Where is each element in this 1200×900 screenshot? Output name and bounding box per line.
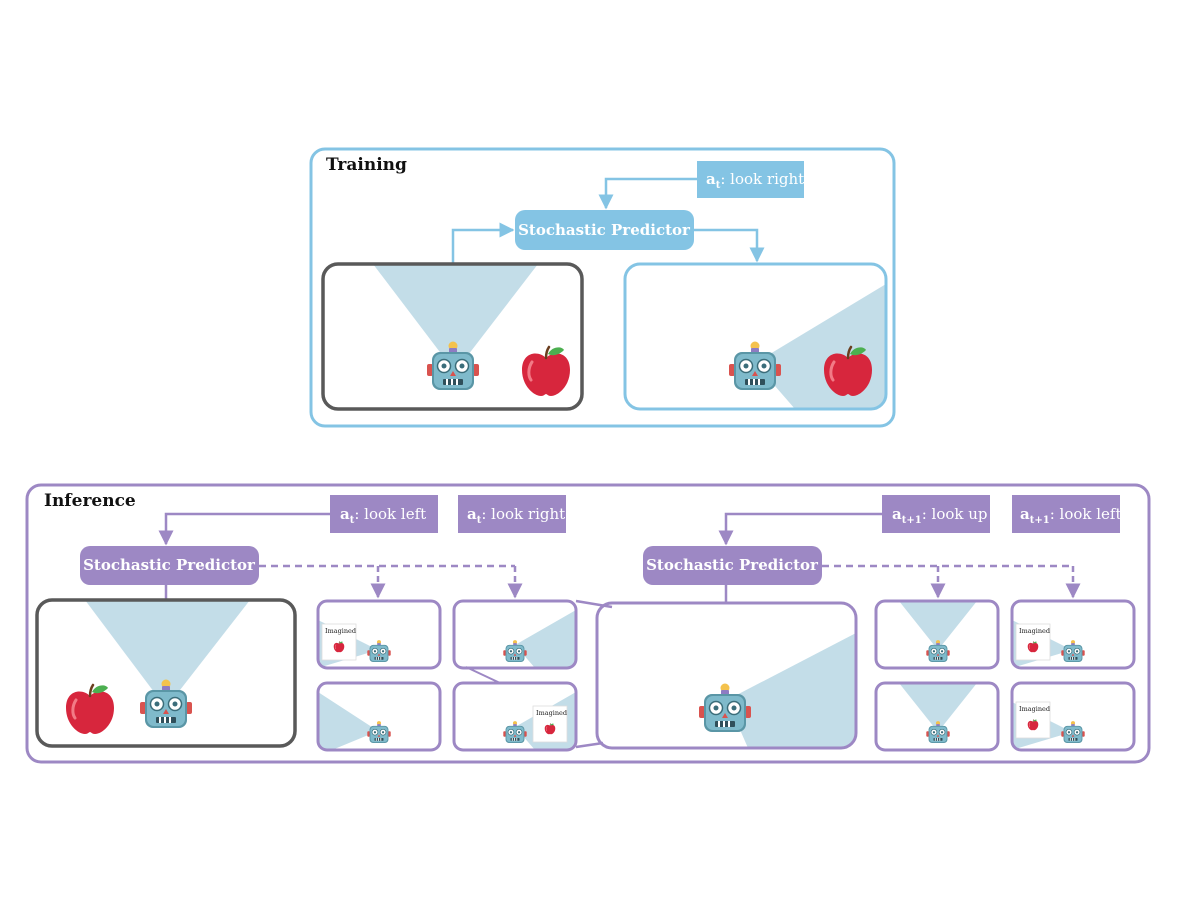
- robot-icon: [366, 639, 392, 663]
- view-cone: [85, 600, 250, 708]
- zoom-line-link: [465, 666, 501, 684]
- imagined-label: Imagined: [1019, 705, 1050, 713]
- training-predictor-label: Stochastic Predictor: [518, 221, 691, 239]
- robot-icon: [728, 340, 782, 391]
- inference-action-box-up: [882, 495, 990, 533]
- action-var: a: [467, 505, 477, 523]
- view-cone: [899, 683, 977, 732]
- robot-icon: [1060, 720, 1086, 744]
- outcome-look-up-2: [874, 681, 1000, 752]
- imagined-label: Imagined: [325, 627, 356, 635]
- inference-action-arrow-2: [718, 512, 882, 546]
- action-var: a: [340, 505, 350, 523]
- apple-icon: [64, 683, 116, 736]
- action-sub: t: [477, 515, 482, 526]
- training-action-var: a: [706, 170, 716, 188]
- outcome-look-left-2: [316, 681, 442, 752]
- training-action-box: [697, 161, 804, 198]
- robot-icon: [698, 682, 752, 733]
- robot-icon: [925, 720, 951, 744]
- zoom-line-bottom: [575, 741, 604, 749]
- robot-icon: [925, 639, 951, 663]
- training-input-arrow: [451, 222, 515, 264]
- outcome-look-up-1: [874, 599, 1000, 670]
- inference-action-arrow-1: [158, 512, 330, 546]
- outcome-look-left2-2: Imagined: [1010, 681, 1136, 752]
- training-action-sub: t: [716, 180, 721, 191]
- inference-predictor-label-1: Stochastic Predictor: [83, 556, 256, 574]
- action-sub: t+1: [1030, 515, 1050, 526]
- view-cone: [727, 633, 856, 748]
- apple-icon: [520, 345, 572, 398]
- training-predictor-box: [515, 210, 694, 250]
- outcome-look-right-2: Imagined: [452, 681, 578, 752]
- view-cone: [899, 601, 977, 650]
- inference-predictor-label-2: Stochastic Predictor: [646, 556, 819, 574]
- robot-icon: [366, 720, 392, 744]
- training-action-text: : look right: [720, 170, 804, 188]
- view-cone: [318, 692, 378, 750]
- inference-predictor-box-1: [80, 546, 259, 585]
- inference-action-up-label: at+1: look up: [892, 505, 988, 526]
- inference-action-right-label: at: look right: [467, 505, 565, 526]
- inference-panel: [25, 483, 1151, 764]
- inference-predictor-box-2: [643, 546, 822, 585]
- imagined-box: [1015, 623, 1051, 661]
- imagined-box: [1015, 701, 1051, 739]
- enlarged-outcome-frame: [595, 601, 858, 750]
- zoom-line-top: [575, 599, 613, 609]
- imagined-box: [532, 705, 568, 743]
- outcome-look-left-1: Imagined: [316, 599, 442, 670]
- imagined-label: Imagined: [1019, 627, 1050, 635]
- training-predicted-frame: [623, 262, 888, 411]
- action-var: a: [892, 505, 902, 523]
- training-action-arrow: [598, 177, 697, 210]
- training-observation-frame: [321, 262, 584, 411]
- inference-action-left-label: at: look left: [340, 505, 426, 526]
- action-text: : look up: [922, 505, 988, 523]
- view-cone: [515, 610, 576, 668]
- training-action-label: at: look right: [706, 170, 804, 191]
- inference-action-box-left-2: [1012, 495, 1120, 533]
- training-title: Training: [326, 155, 407, 175]
- training-panel: [309, 147, 896, 428]
- action-text: : look left: [354, 505, 426, 523]
- action-sub: t+1: [902, 515, 922, 526]
- inference-observation-frame: [35, 598, 297, 748]
- inference-action-box-right: [458, 495, 566, 533]
- inference-action-left2-label: at+1: look left: [1020, 505, 1122, 526]
- view-cone: [755, 284, 886, 409]
- robot-icon: [139, 678, 193, 729]
- outcome-look-left2-1: Imagined: [1010, 599, 1136, 670]
- inference-title: Inference: [44, 491, 136, 511]
- outcome-look-right-1: [452, 599, 578, 670]
- robot-icon: [1060, 639, 1086, 663]
- training-output-arrow: [694, 228, 765, 263]
- action-text: : look left: [1050, 505, 1122, 523]
- action-text: : look right: [481, 505, 565, 523]
- imagined-label: Imagined: [536, 709, 567, 717]
- action-var: a: [1020, 505, 1030, 523]
- imagined-box: [321, 623, 357, 661]
- view-cone: [373, 264, 538, 372]
- inference-action-box-left: [330, 495, 438, 533]
- action-sub: t: [350, 515, 355, 526]
